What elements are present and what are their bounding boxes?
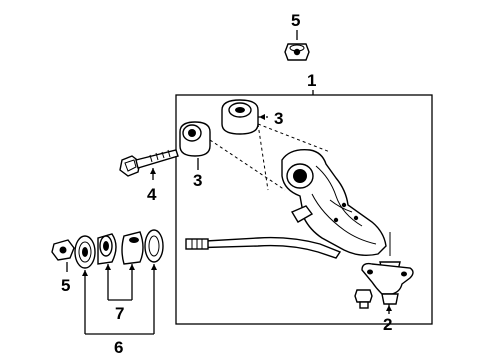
nut-lower <box>51 239 75 261</box>
nut-top <box>284 43 310 61</box>
callout-5-lower: 5 <box>61 276 70 295</box>
ball-joint-bolt <box>354 289 373 309</box>
projection-line-1 <box>257 123 331 153</box>
assembly-frame <box>175 94 433 325</box>
bushing-lower <box>179 121 211 157</box>
callout-4: 4 <box>147 185 157 204</box>
callout-3-upper: 3 <box>274 109 283 128</box>
projection-line-3 <box>257 123 269 191</box>
arrow-6-left <box>82 270 88 276</box>
projection-line-2 <box>209 139 286 191</box>
bolt-4 <box>119 149 179 177</box>
washer-outer-left <box>74 235 96 269</box>
bushing-half-2 <box>121 231 144 265</box>
washer-outer-right <box>144 229 164 263</box>
callout-2: 2 <box>383 315 392 334</box>
arrow-7-right <box>129 264 135 270</box>
callout-1: 1 <box>307 71 316 90</box>
arrow-3-upper <box>259 114 265 120</box>
arrow-6-right <box>151 264 157 270</box>
arrow-2 <box>386 305 392 311</box>
control-arm <box>185 149 387 259</box>
arrow-4 <box>150 168 156 174</box>
bushing-upper <box>221 99 259 135</box>
callout-5-top: 5 <box>291 11 300 30</box>
ball-joint <box>361 232 414 305</box>
bushing-half-1 <box>97 233 117 265</box>
callout-3-lower: 3 <box>193 171 202 190</box>
callout-7: 7 <box>115 304 124 323</box>
arrow-7-left <box>105 264 111 270</box>
callout-6: 6 <box>114 338 123 357</box>
